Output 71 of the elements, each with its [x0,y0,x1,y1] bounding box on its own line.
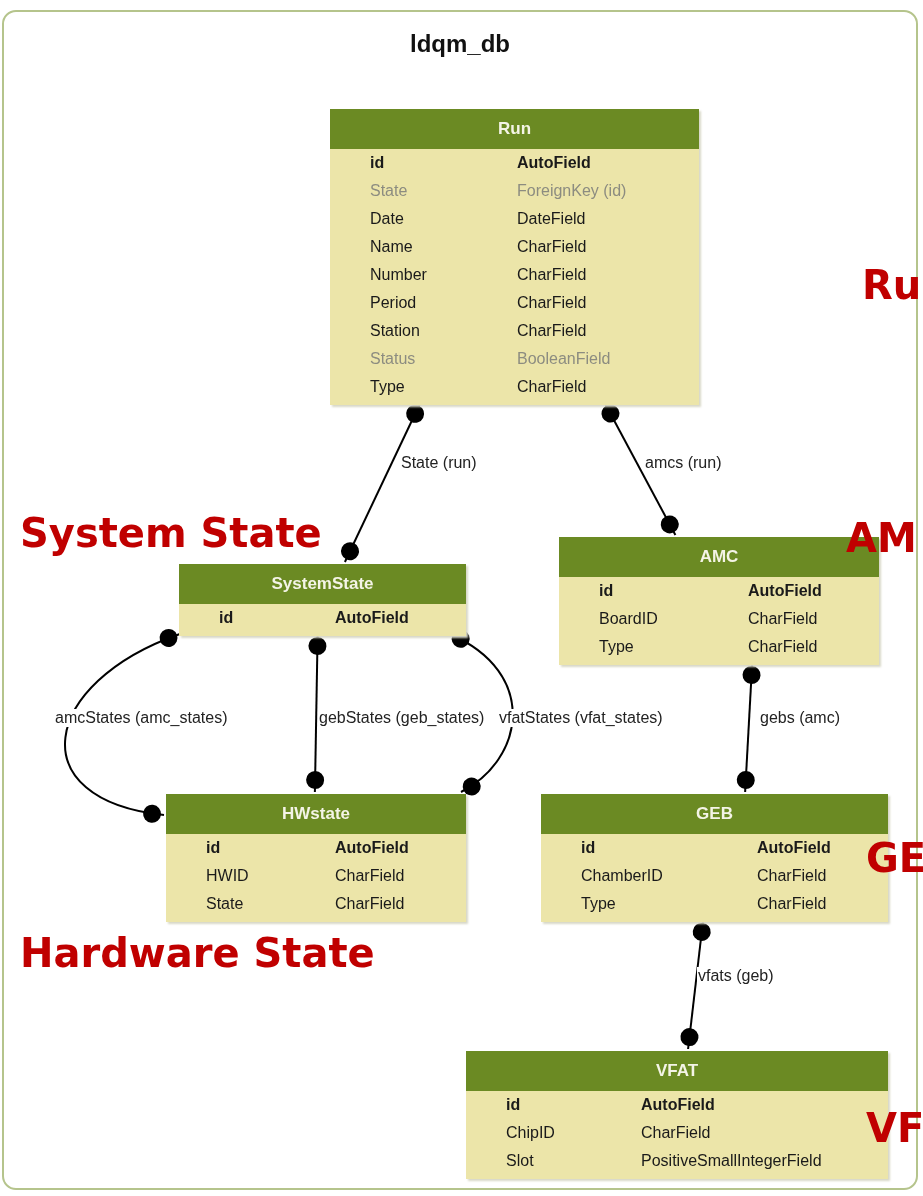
table-box [166,794,466,922]
field-name: ChipID [506,1124,556,1142]
edge-label: amcStates (amc_states) [54,709,229,727]
edge-label: amcs (run) [644,454,723,472]
relation-line [601,402,679,536]
field-type: CharField [517,378,587,396]
field-type: CharField [517,322,587,340]
annotation-label: VF [866,1105,923,1151]
annotation-label: GE [866,835,923,881]
field-type: CharField [641,1124,711,1142]
field-name: Date [370,210,405,228]
field-name: Name [370,238,414,256]
field-type: DateField [517,210,586,228]
relation-line [306,633,327,793]
table-header: SystemState [179,564,466,604]
field-name: Status [370,350,417,368]
table-box [330,109,699,405]
field-type: CharField [748,638,818,656]
field-type: CharField [517,294,587,312]
field-type: AutoField [335,839,409,857]
table-header: VFAT [466,1051,888,1091]
frame-heading: ldqm_db [409,30,511,58]
edge-label: gebStates (geb_states) [318,709,486,727]
field-type: PositiveSmallIntegerField [641,1152,822,1170]
edge-label: vfatStates (vfat_states) [498,709,664,727]
annotation-label: Hardware State [20,930,375,976]
field-type: CharField [335,867,405,885]
field-name: Type [581,895,617,913]
field-name: HWID [206,867,250,885]
field-name: ChamberID [581,867,664,885]
annotation-label: Ru [862,262,922,308]
annotation-label: System State [20,510,322,556]
edge-label: gebs (amc) [759,709,842,727]
field-type: AutoField [748,582,822,600]
field-name: Station [370,322,421,340]
field-name: Slot [506,1152,535,1170]
field-type: CharField [517,266,587,284]
field-type: ForeignKey (id) [517,182,627,200]
relation-line [341,402,425,563]
field-type: CharField [757,867,827,885]
field-type: CharField [757,895,827,913]
field-type: AutoField [335,609,409,627]
field-name: id [370,154,386,172]
field-name: id [581,839,597,857]
edge-label: State (run) [400,454,478,472]
table-box [179,564,466,636]
field-name: Type [599,638,635,656]
relation-line [736,662,761,793]
field-name: Type [370,378,406,396]
table-header: GEB [541,794,888,834]
field-name: id [219,609,235,627]
field-type: CharField [335,895,405,913]
field-name: id [506,1096,522,1114]
table-header: Run [330,109,699,149]
edge-label: vfats (geb) [697,967,775,985]
field-name: Number [370,266,428,284]
field-type: BooleanField [517,350,611,368]
field-name: id [206,839,222,857]
field-type: AutoField [757,839,831,857]
relation-line [680,919,711,1050]
relation-line [64,629,181,822]
field-name: id [599,582,615,600]
field-type: CharField [748,610,818,628]
table-header: HWstate [166,794,466,834]
field-name: Period [370,294,418,312]
field-type: AutoField [641,1096,715,1114]
field-name: State [370,182,409,200]
field-type: AutoField [517,154,591,172]
field-type: CharField [517,238,587,256]
field-name: BoardID [599,610,659,628]
field-name: State [206,895,245,913]
